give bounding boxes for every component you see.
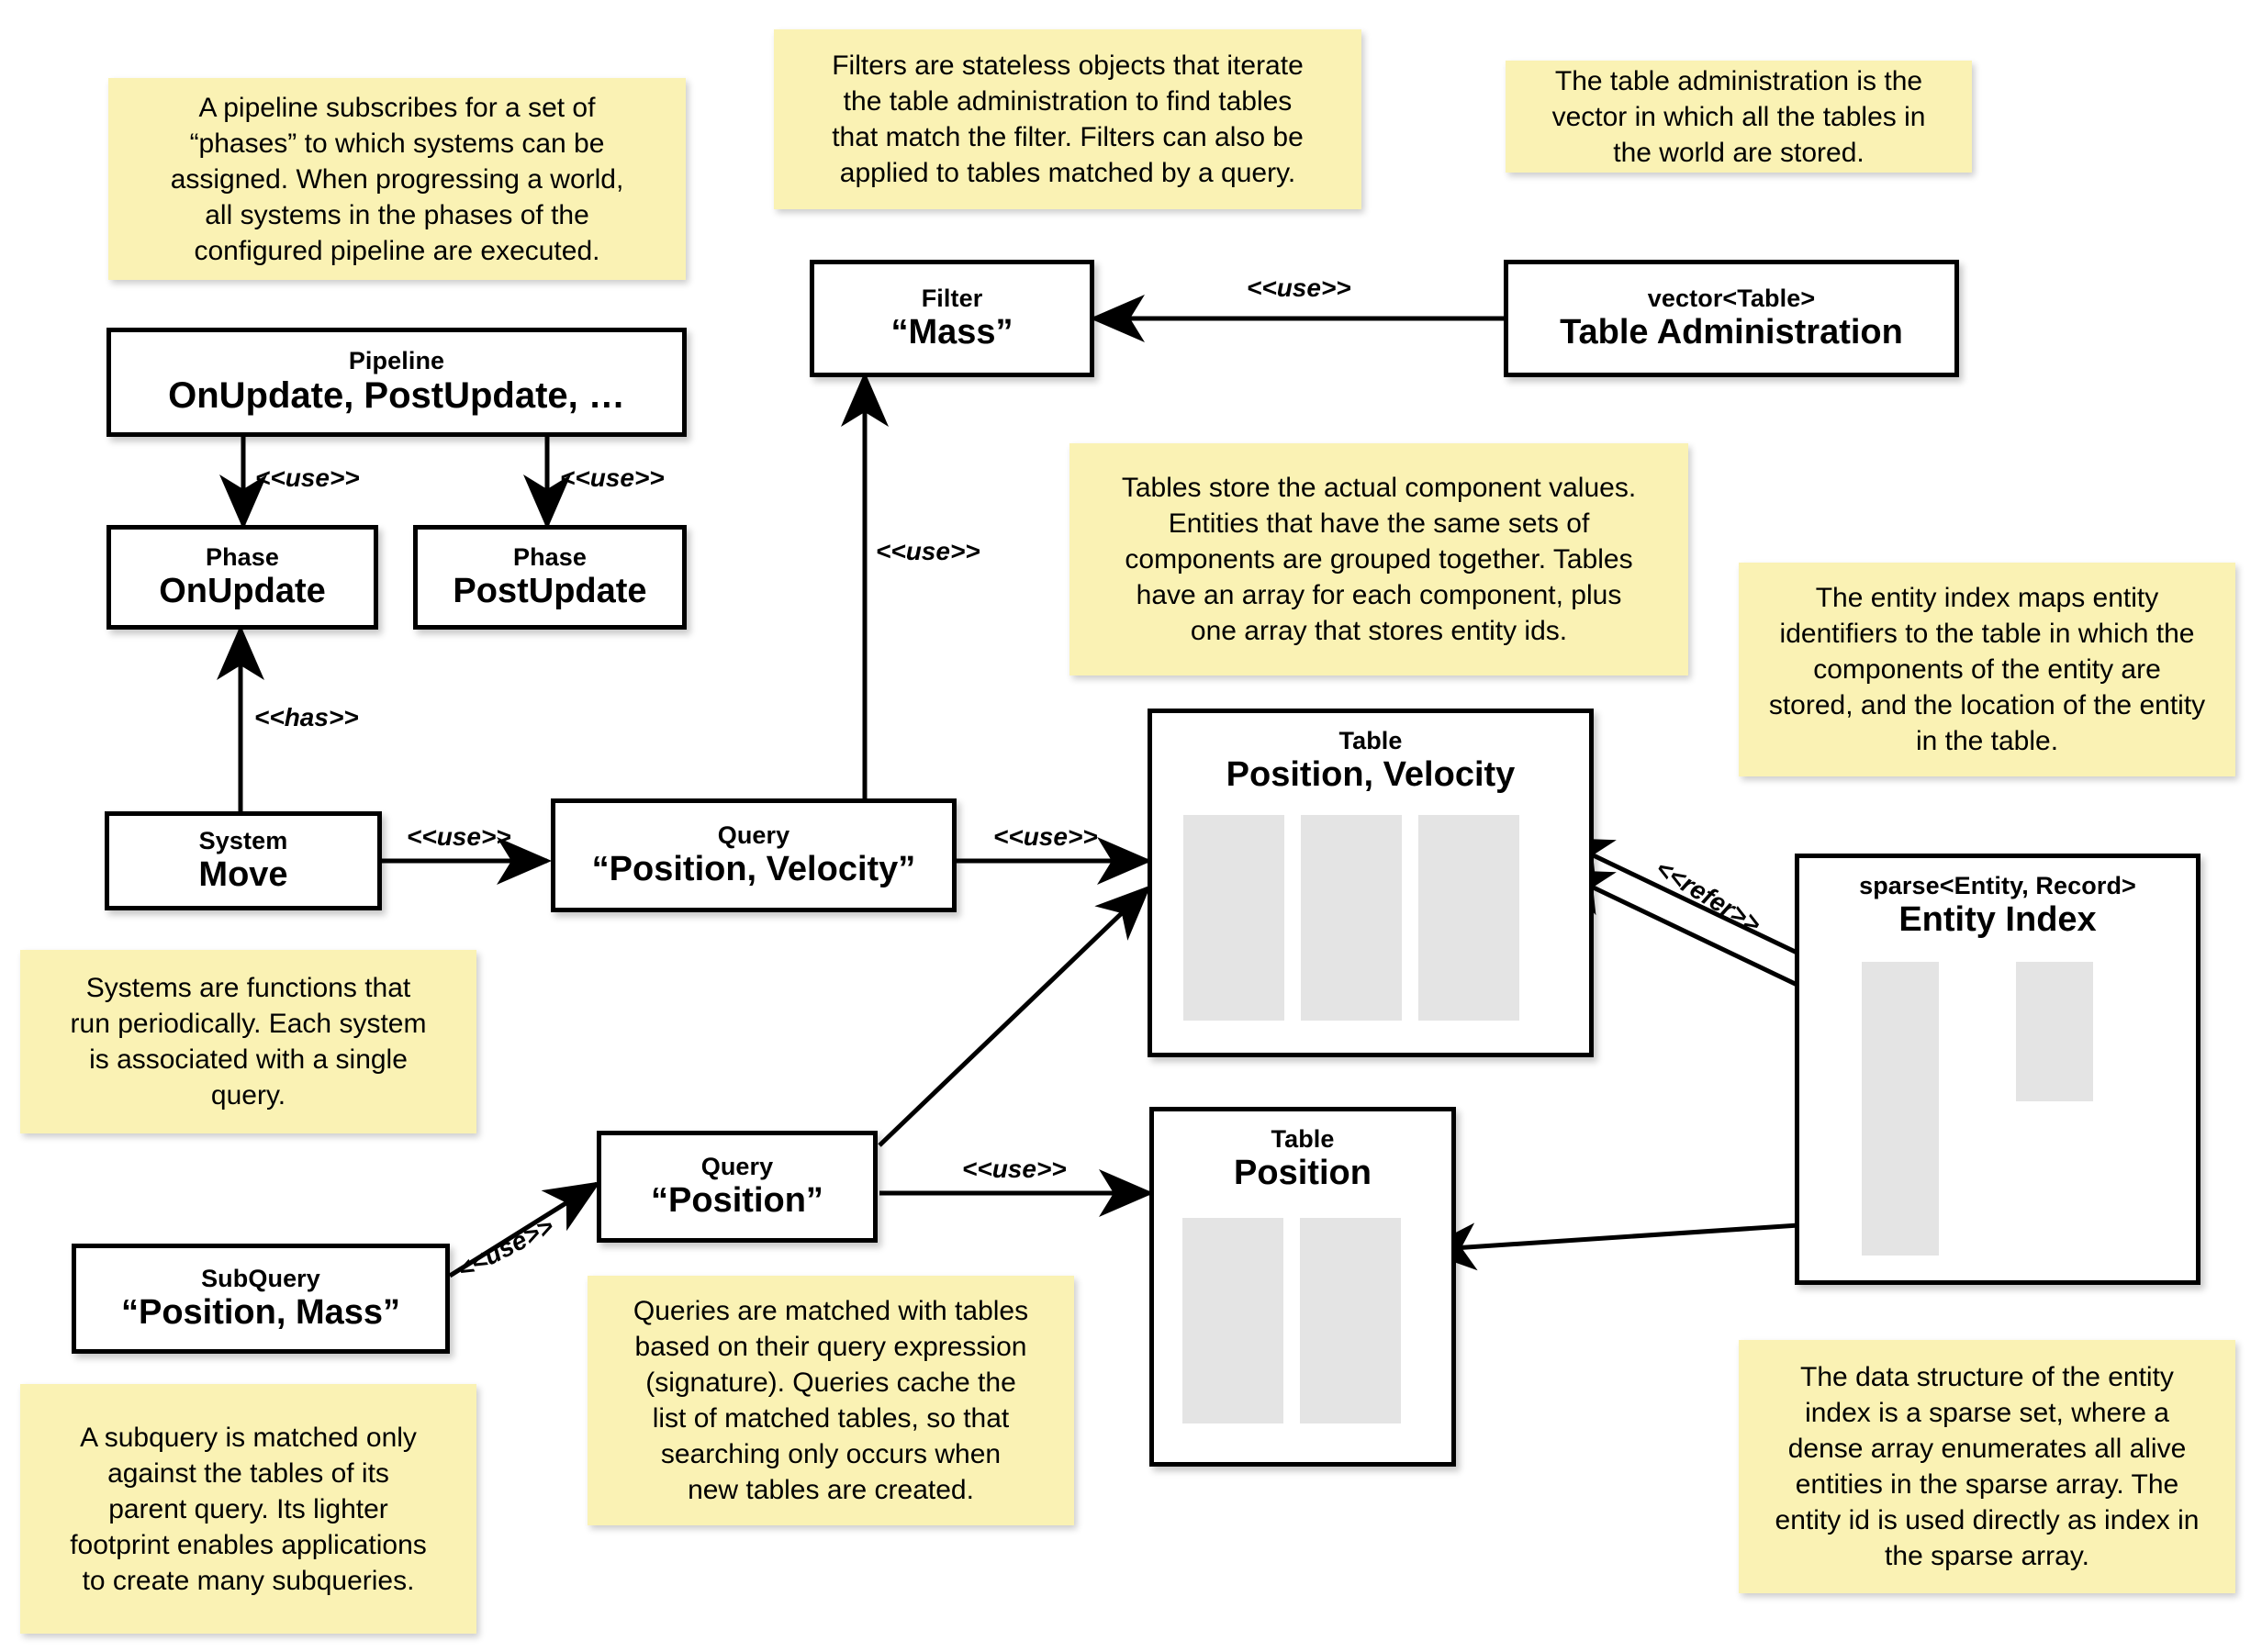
node-system-move-stereotype: System (198, 826, 288, 854)
node-entity-index-stereotype: sparse<Entity, Record> (1859, 872, 2136, 899)
node-pipeline-title: OnUpdate, PostUpdate, … (168, 374, 625, 416)
node-table-position-velocity-title: Position, Velocity (1226, 754, 1516, 794)
node-pipeline-stereotype: Pipeline (348, 347, 445, 375)
entity-index-sparse-array (1862, 962, 1939, 1256)
node-table-administration-stereotype: vector<Table> (1647, 284, 1816, 312)
node-query-position[interactable]: Query “Position” (597, 1131, 878, 1243)
table-column (1183, 815, 1284, 1021)
node-filter-title: “Mass” (890, 312, 1013, 352)
edge-queryp-to-tablepv (878, 885, 1151, 1147)
table-column (1301, 815, 1402, 1021)
node-system-move-title: Move (198, 854, 288, 894)
note-entity-index: The entity index maps entity identifiers… (1739, 563, 2235, 776)
table-column (1418, 815, 1519, 1021)
edge-label-subquery-to-query: <<use>> (452, 1211, 559, 1285)
node-query-position-stereotype: Query (700, 1152, 774, 1180)
edge-label-querypv-to-table: <<use>> (993, 822, 1098, 851)
node-query-position-title: “Position” (651, 1180, 823, 1220)
table-position-velocity-columns (1183, 815, 1519, 1021)
note-queries: Queries are matched with tables based on… (588, 1276, 1074, 1525)
node-table-position-stereotype: Table (1271, 1125, 1335, 1153)
node-phase-postupdate-title: PostUpdate (453, 571, 647, 610)
node-filter-stereotype: Filter (921, 284, 983, 312)
note-sparse-set: The data structure of the entity index i… (1739, 1340, 2235, 1593)
node-query-position-velocity[interactable]: Query “Position, Velocity” (551, 798, 957, 912)
table-column (1182, 1218, 1283, 1423)
node-subquery-stereotype: SubQuery (201, 1264, 320, 1292)
node-entity-index[interactable]: sparse<Entity, Record> Entity Index (1795, 854, 2200, 1285)
edge-label-queryp-to-table: <<use>> (962, 1155, 1067, 1183)
node-pipeline[interactable]: Pipeline OnUpdate, PostUpdate, … (106, 328, 687, 437)
entity-index-dense-array (2016, 962, 2093, 1101)
note-systems: Systems are functions that run periodica… (20, 950, 476, 1133)
node-phase-postupdate[interactable]: Phase PostUpdate (413, 525, 687, 630)
edge-label-index-to-table: <<refer>> (1651, 854, 1766, 939)
node-phase-postupdate-stereotype: Phase (512, 542, 588, 571)
note-table-administration: The table administration is the vector i… (1506, 61, 1972, 173)
edge-label-admin-to-filter: <<use>> (1247, 273, 1351, 302)
table-column (1300, 1218, 1401, 1423)
node-phase-onupdate[interactable]: Phase OnUpdate (106, 525, 378, 630)
note-tables: Tables store the actual component values… (1069, 443, 1688, 675)
node-query-position-velocity-stereotype: Query (717, 820, 790, 849)
edge-label-pipeline-to-phase-postupdate: <<use>> (560, 463, 665, 492)
node-phase-onupdate-stereotype: Phase (205, 542, 280, 571)
note-pipeline: A pipeline subscribes for a set of “phas… (108, 78, 686, 280)
node-system-move[interactable]: System Move (105, 811, 382, 910)
node-table-position-velocity-stereotype: Table (1338, 727, 1403, 754)
node-subquery-position-mass[interactable]: SubQuery “Position, Mass” (72, 1244, 450, 1354)
node-subquery-title: “Position, Mass” (120, 1292, 401, 1332)
edge-label-system-to-phase: <<has>> (254, 703, 359, 731)
node-phase-onupdate-title: OnUpdate (159, 571, 326, 610)
edge-label-system-to-query: <<use>> (407, 822, 511, 851)
note-subquery: A subquery is matched only against the t… (20, 1384, 476, 1634)
edge-label-pipeline-to-phase-onupdate: <<use>> (255, 463, 360, 492)
node-table-administration[interactable]: vector<Table> Table Administration (1504, 260, 1959, 377)
edge-label-query-to-filter: <<use>> (876, 537, 980, 565)
node-table-administration-title: Table Administration (1560, 312, 1903, 352)
node-entity-index-title: Entity Index (1898, 899, 2097, 939)
node-filter[interactable]: Filter “Mass” (810, 260, 1094, 377)
table-position-columns (1182, 1218, 1401, 1423)
note-filter: Filters are stateless objects that itera… (774, 29, 1361, 209)
node-query-position-velocity-title: “Position, Velocity” (591, 849, 916, 888)
node-table-position-title: Position (1234, 1153, 1372, 1192)
